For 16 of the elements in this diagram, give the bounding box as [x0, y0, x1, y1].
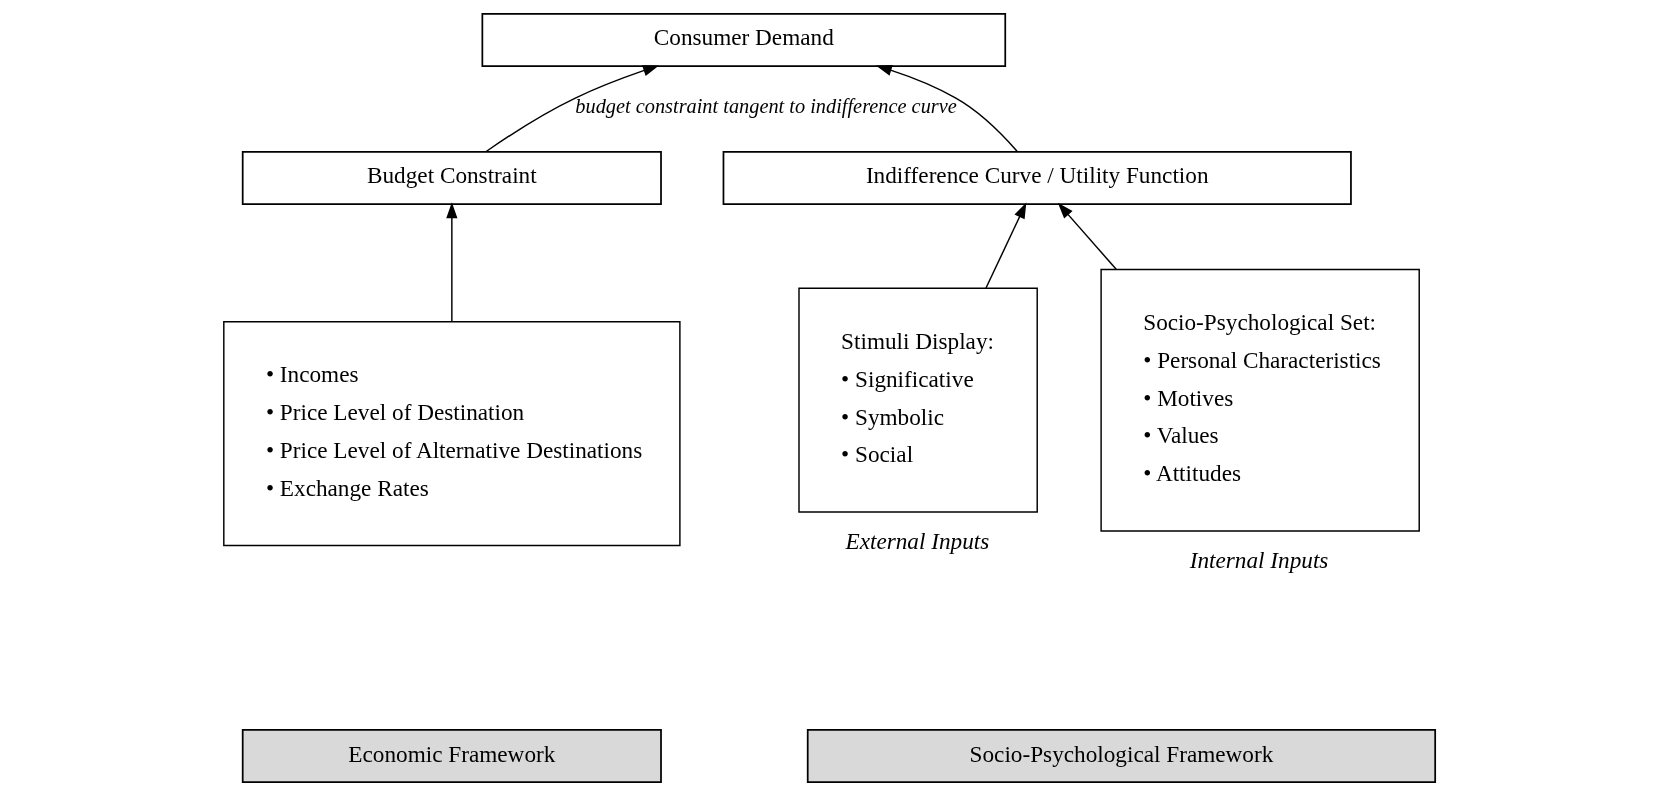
node-box: Socio-Psychological Set: • Personal Characteristics • Motives • Values • Attitudes — [1100, 268, 1420, 532]
arrow — [985, 202, 1027, 289]
node-box: Economic Framework — [241, 729, 662, 784]
arrow — [1057, 202, 1117, 270]
edge-label: budget constraint tangent to indifference curve — [575, 94, 957, 117]
node-box: Indifference Curve / Utility Function — [722, 150, 1352, 205]
node-box: Stimuli Display: • Significative • Symbolic • Social — [798, 287, 1038, 513]
arrow — [446, 202, 458, 323]
node-label: External Inputs — [845, 528, 990, 555]
arrow — [485, 65, 660, 153]
node-box: Budget Constraint — [241, 150, 662, 205]
node-box: Socio-Psychological Framework — [806, 729, 1437, 784]
node-box: Consumer Demand — [481, 12, 1007, 67]
node-label: Internal Inputs — [1189, 547, 1329, 574]
arrow — [875, 65, 1018, 153]
node-box: • Incomes • Price Level of Destination • Price Level of Alternative Destinations • Exchange Rates — [223, 321, 681, 547]
